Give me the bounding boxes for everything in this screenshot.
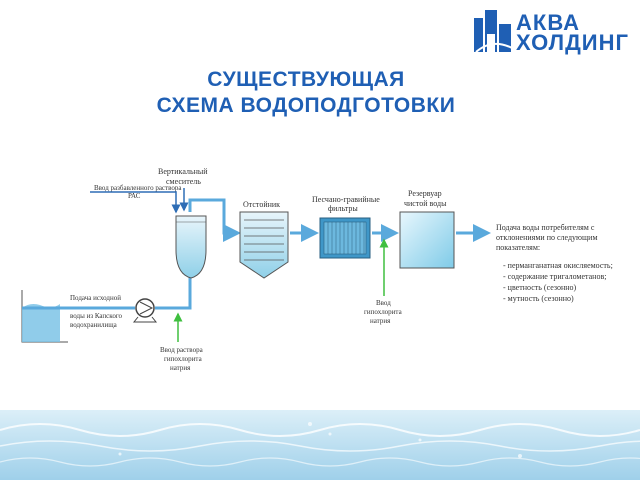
consumer-label-1: Подача воды потребителям с xyxy=(496,223,595,232)
consumer-label-3: показателям: xyxy=(496,243,540,252)
hypo2-label-2: гипохлорита xyxy=(364,308,403,316)
mixer-to-settler-pipe xyxy=(188,198,241,242)
deviation-item-2: - содержание тригалометанов; xyxy=(503,272,606,281)
filters-label-2: фильтры xyxy=(328,204,358,213)
pump-to-mixer-pipe xyxy=(155,268,192,310)
reservoir-label-1: Резервуар xyxy=(408,189,442,198)
page-title-line1: СУЩЕСТВУЮЩАЯ xyxy=(207,68,405,91)
page-title-line2: СХЕМА ВОДОПОДГОТОВКИ xyxy=(156,94,456,117)
water-treatment-diagram: Вертикальный смеситель Ввод разбавленног… xyxy=(21,167,613,372)
pac-label-2: РАС xyxy=(128,192,141,200)
source-reservoir xyxy=(21,290,68,343)
hypo1-label-2: гипохлорита xyxy=(164,355,203,363)
sand-gravel-filters xyxy=(319,217,371,259)
clean-water-reservoir xyxy=(399,211,455,269)
source-label-1: Подача исходной xyxy=(70,294,121,302)
pac-label-1: Ввод разбавленного раствора xyxy=(94,184,182,192)
source-label-3: водохранилища xyxy=(70,321,118,329)
pump-icon xyxy=(132,298,158,323)
settler-label: Отстойник xyxy=(243,200,280,209)
water-waves-decoration xyxy=(0,410,640,480)
reservoir-label-2: чистой воды xyxy=(404,199,447,208)
logo-icon xyxy=(474,10,513,53)
settler-tank xyxy=(239,211,289,279)
logo-text-line1: АКВА xyxy=(516,10,580,35)
hypo2-label-1: Ввод xyxy=(376,299,391,307)
deviation-item-1: - перманганатная окисляемость; xyxy=(503,261,613,270)
hypo1-label-3: натрия xyxy=(170,364,191,372)
source-label-2: воды из Капского xyxy=(70,312,123,320)
brand-logo: АКВА ХОЛДИНГ xyxy=(472,8,632,56)
mixer-label-1: Вертикальный xyxy=(158,167,208,176)
filters-label-1: Песчано-гравийные xyxy=(312,195,380,204)
deviation-item-3: - цветность (сезонно) xyxy=(503,283,577,292)
consumer-label-2: отклонениями по следующим xyxy=(496,233,598,242)
pac-input-line xyxy=(90,191,181,214)
deviation-item-4: - мутность (сезонно) xyxy=(503,294,574,303)
hypo2-label-3: натрия xyxy=(370,317,391,325)
logo-text-line2: ХОЛДИНГ xyxy=(516,30,629,55)
mixer-label-2: смеситель xyxy=(166,177,201,186)
water-pipes xyxy=(22,198,491,310)
hypo1-label-1: Ввод раствора xyxy=(160,346,204,354)
vertical-mixer xyxy=(175,215,207,279)
